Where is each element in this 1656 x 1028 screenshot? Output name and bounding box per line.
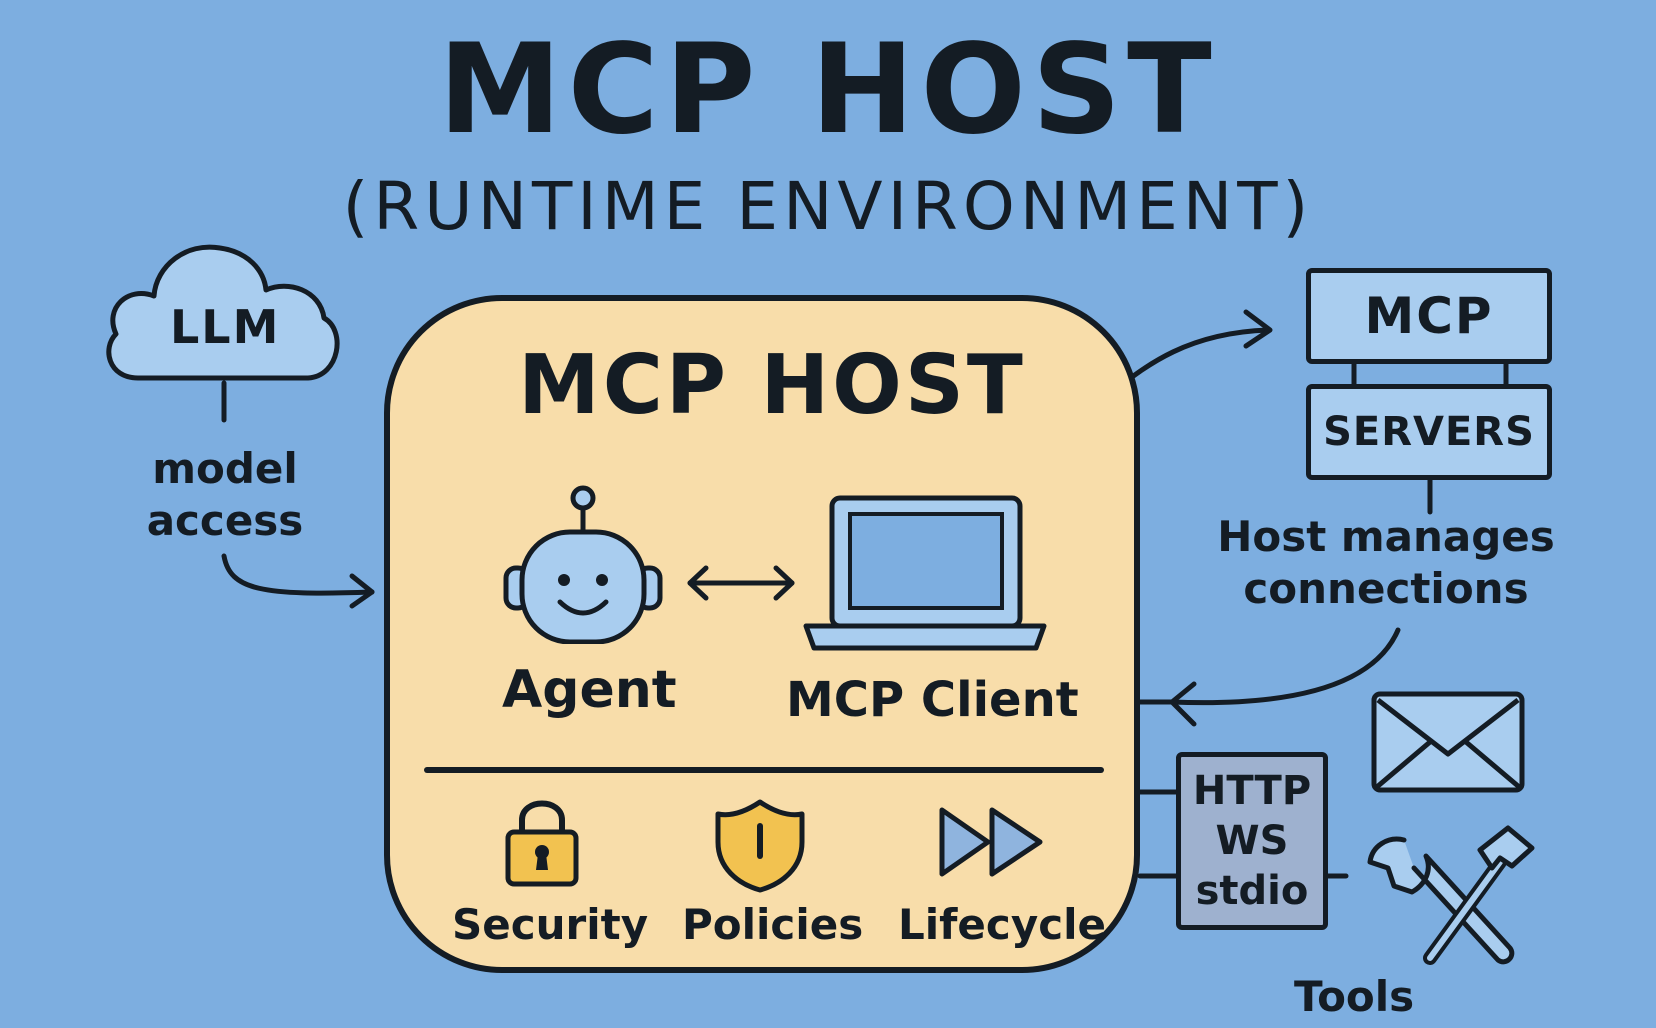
lock-icon (505, 800, 579, 887)
transport-ws: WS (1215, 818, 1289, 864)
page-title: MCP HOST (438, 18, 1218, 162)
servers-connector (1351, 362, 1509, 386)
robot-icon (503, 485, 663, 644)
host-divider (424, 767, 1104, 773)
host-title: MCP HOST (518, 338, 1026, 433)
wrench-hammer-icon (1367, 825, 1535, 965)
connections-arrow (1169, 627, 1401, 706)
transport-http: HTTP (1192, 768, 1312, 814)
mcp-servers-top-box: MCP (1306, 268, 1552, 364)
shield-icon (715, 799, 805, 893)
page-subtitle: (RUNTIME ENVIRONMENT) (342, 168, 1314, 245)
host-manages-caption-line1: Host manages (1217, 512, 1555, 561)
agent-label: Agent (502, 660, 677, 720)
cloud-icon (106, 244, 340, 381)
model-access-arrow (221, 553, 375, 596)
tools-label: Tools (1294, 972, 1415, 1021)
policies-label: Policies (682, 900, 864, 949)
double-arrow-icon (687, 565, 795, 601)
llm-label: LLM (170, 300, 281, 354)
transport-box: HTTP WS stdio (1176, 752, 1328, 930)
model-access-caption-line2: access (146, 496, 304, 545)
envelope-icon (1371, 691, 1525, 793)
fast-forward-icon (939, 807, 1043, 877)
mcp-servers-bottom-label: SERVERS (1323, 409, 1535, 455)
security-label: Security (452, 900, 649, 949)
lifecycle-label: Lifecycle (898, 900, 1106, 949)
transport-stdio: stdio (1195, 868, 1309, 914)
mcp-servers-top-label: MCP (1364, 287, 1494, 345)
mcp-client-label: MCP Client (786, 672, 1079, 728)
laptop-icon (803, 495, 1047, 651)
model-access-caption-line1: model (152, 444, 298, 493)
mcp-servers-bottom-box: SERVERS (1306, 384, 1552, 480)
host-manages-caption-line2: connections (1243, 564, 1529, 613)
